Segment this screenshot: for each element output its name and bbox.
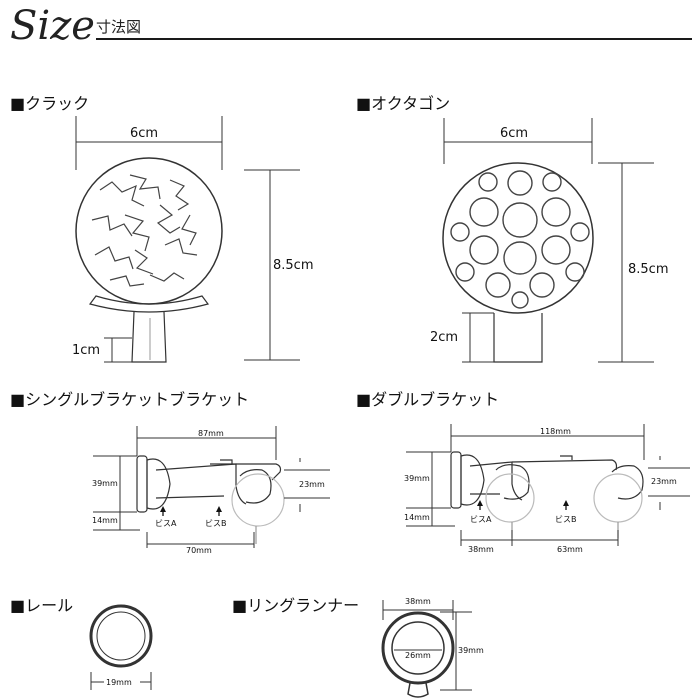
section-title-crack: ■クラック [10,94,90,113]
double-base-height-label: 14mm [404,513,430,522]
page-subtitle: 寸法図 [96,18,142,36]
double-bracket-illustration [450,451,644,538]
section-title-ring-runner: ■リングランナー [232,596,360,615]
octagon-width-label: 6cm [500,126,529,141]
section-title-octagon: ■オクタゴン [356,94,451,113]
section-title-rail: ■レール [10,596,74,615]
section-title-single-bracket: ■シングルブラケットブラケット [10,390,250,409]
double-screw-a-arrow [477,500,483,506]
ring-inner-label: 26mm [405,651,431,660]
screw-a-arrow [160,506,166,512]
double-offset-label: 38mm [468,545,494,554]
octagon-finial-illustration [442,162,594,363]
crack-height-label: 8.5cm [273,258,314,273]
double-screw-b-arrow [563,500,569,506]
ring-outer-label: 38mm [405,597,431,606]
single-total-width-label: 87mm [198,429,224,438]
double-screw-b-label: ビスB [555,515,577,524]
double-ring-height-label: 23mm [651,477,677,486]
single-height-label: 39mm [92,479,118,488]
octagon-base-label: 2cm [430,330,459,345]
single-screw-b-label: ビスB [205,519,227,528]
rail-illustration [89,604,153,668]
double-screw-a-label: ビスA [470,515,492,524]
single-screw-a-label: ビスA [155,519,177,528]
double-height-label: 39mm [404,474,430,483]
ring-runner-illustration [381,611,455,698]
single-ring-height-label: 23mm [299,480,325,489]
screw-b-arrow [216,506,222,512]
crack-base-label: 1cm [72,343,101,358]
section-title-double-bracket: ■ダブルブラケット [356,390,500,409]
crack-finial-illustration [75,157,223,363]
crack-width-label: 6cm [130,126,159,141]
single-base-height-label: 14mm [92,516,118,525]
double-total-width-label: 118mm [540,427,571,436]
double-spacing-label: 63mm [557,545,583,554]
header-rule [96,38,692,40]
rail-diameter-label: 19mm [106,678,132,687]
single-bracket-illustration [136,455,285,544]
single-depth-label: 70mm [186,546,212,555]
size-script-title: Size [10,3,95,49]
octagon-height-label: 8.5cm [628,262,669,277]
ring-height-label: 39mm [458,646,484,655]
